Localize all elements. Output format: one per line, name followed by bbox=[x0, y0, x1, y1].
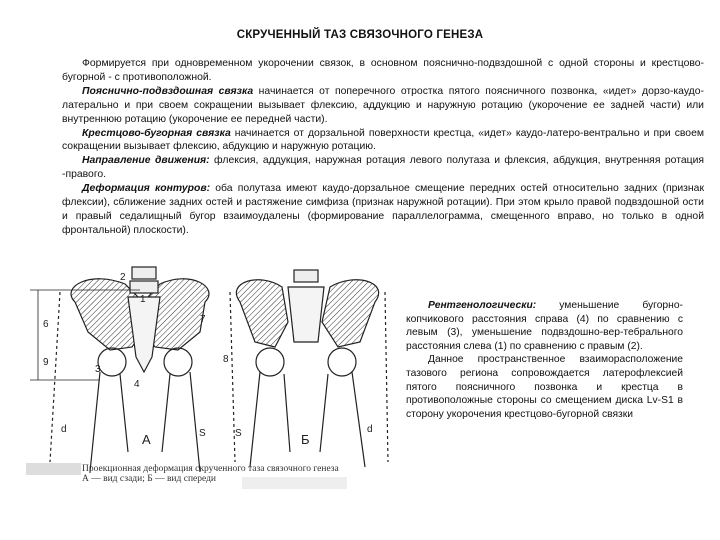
label-3: 3 bbox=[95, 364, 101, 375]
scan-artifact bbox=[242, 477, 347, 489]
radiology-text: Рентгенологически: уменьшение бугорно-ко… bbox=[406, 299, 683, 421]
paragraph-radiology: Рентгенологически: уменьшение бугорно-ко… bbox=[406, 300, 683, 352]
label-view-b: Б bbox=[301, 432, 310, 447]
label-s-right: S bbox=[235, 428, 242, 439]
scan-artifact bbox=[26, 463, 81, 475]
paragraph-iliolumbar: Пояснично-подвздошная связка начинается … bbox=[62, 85, 704, 125]
pelvis-posterior-view bbox=[49, 266, 236, 473]
page-title: СКРУЧЕННЫЙ ТАЗ СВЯЗОЧНОГО ГЕНЕЗА bbox=[236, 29, 484, 41]
term: Деформация контуров: bbox=[82, 183, 211, 195]
figure-caption: Проекционная деформация скрученного таза… bbox=[82, 464, 339, 484]
paragraph-spatial: Данное пространственное взаиморасположен… bbox=[406, 354, 683, 420]
paragraph-sacrotuberous: Крестцово-бугорная связка начинается от … bbox=[62, 127, 704, 153]
label-d-right: d bbox=[367, 424, 373, 435]
paragraph-deformation: Деформация контуров: оба полутаза имеют … bbox=[62, 183, 704, 236]
label-9: 9 bbox=[43, 357, 49, 368]
main-text: Формируется при одновременном укорочении… bbox=[62, 57, 704, 238]
pelvis-illustration: 2 1 3 4 6 7 8 9 S S d d А Б bbox=[30, 266, 389, 473]
paragraph-direction: Направление движения: флексия, аддукция,… bbox=[62, 155, 704, 181]
term: Направление движения: bbox=[82, 155, 210, 167]
pelvis-anterior-view bbox=[235, 269, 389, 468]
label-d-left: d bbox=[61, 424, 67, 435]
label-8: 8 bbox=[223, 354, 229, 365]
paragraph-intro: Формируется при одновременном укорочении… bbox=[62, 58, 704, 83]
term: Крестцово-бугорная связка bbox=[82, 127, 231, 139]
label-2: 2 bbox=[120, 272, 126, 283]
label-4: 4 bbox=[134, 379, 140, 390]
label-7: 7 bbox=[200, 314, 206, 325]
label-1: 1 bbox=[140, 294, 146, 305]
pelvis-figure: 2 1 3 4 6 7 8 9 S S d d А Б bbox=[20, 262, 395, 490]
label-6: 6 bbox=[43, 319, 49, 330]
term: Пояснично-подвздошная связка bbox=[82, 85, 254, 97]
term: Рентгенологически: bbox=[428, 300, 537, 311]
label-s-left: S bbox=[199, 428, 206, 439]
label-view-a: А bbox=[142, 432, 151, 447]
